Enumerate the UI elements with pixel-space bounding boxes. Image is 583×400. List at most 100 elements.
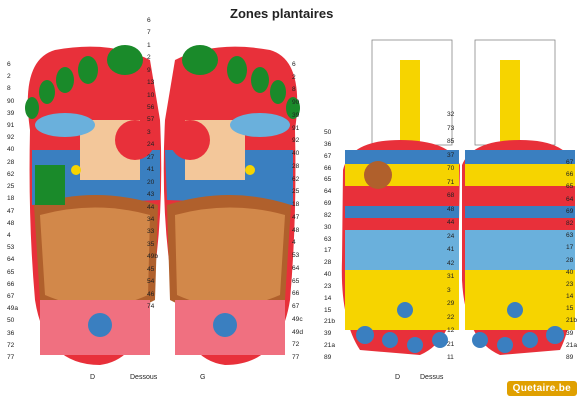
zone-number-label: 42 xyxy=(447,259,455,267)
caption-left-g: G xyxy=(200,374,206,381)
zone-number-label: 25 xyxy=(292,188,300,196)
zone-number-label: 53 xyxy=(292,252,300,260)
zone-number-label: 56 xyxy=(147,104,155,112)
zone-number-label: 8 xyxy=(292,86,296,94)
zone-number-label: 69 xyxy=(324,200,332,208)
zone-number-label: 65 xyxy=(292,277,300,285)
zone-number-label: 28 xyxy=(324,259,332,267)
zone-number-label: 3 xyxy=(447,286,451,294)
zone-number-label: 27 xyxy=(147,153,155,161)
zone-number-label: 47 xyxy=(292,213,300,221)
zone-number-label: 64 xyxy=(324,188,332,196)
zone-number-label: 10 xyxy=(147,91,155,99)
caption-left-d: D xyxy=(90,374,96,381)
zone-number-label: 28 xyxy=(566,256,574,264)
zone-number-label: 28 xyxy=(292,162,300,170)
zone-number-label: 7 xyxy=(147,29,151,37)
zone-number-label: 72 xyxy=(7,341,15,349)
zone-number-label: 18 xyxy=(7,195,15,203)
zone-number-label: 85 xyxy=(447,138,455,145)
zone-number-label: 47 xyxy=(7,207,15,215)
zone-number-label: 32 xyxy=(447,111,455,118)
zone-number-label: 39 xyxy=(7,109,15,117)
zone-number-label: 54 xyxy=(147,278,155,286)
zone-number-label: 67 xyxy=(324,152,332,160)
zone-number-label: 48 xyxy=(292,226,300,234)
zone-number-label: 20 xyxy=(147,178,155,186)
zone-number-label: 17 xyxy=(566,244,574,252)
zone-number-label: 18 xyxy=(292,201,300,209)
zone-number-label: 48 xyxy=(7,219,15,227)
zone-number-label: 65 xyxy=(566,183,574,191)
zone-number-label: 82 xyxy=(566,219,574,227)
zone-number-label: 25 xyxy=(7,183,15,191)
zone-number-label: 92 xyxy=(7,134,15,142)
left-sole-foot xyxy=(25,45,162,366)
right-dorsal-foot xyxy=(462,39,575,355)
caption-right-d: D xyxy=(395,374,401,381)
zone-number-label: 67 xyxy=(7,292,15,300)
zone-number-label: 24 xyxy=(147,141,155,149)
zone-number-label: 68 xyxy=(447,192,455,199)
zone-number-label: 2 xyxy=(147,54,151,62)
zone-number-label: 89 xyxy=(324,354,332,361)
zone-number-label: 4 xyxy=(292,239,296,247)
zone-number-label: 72 xyxy=(292,341,300,349)
zone-number-label: 33 xyxy=(147,228,155,236)
zone-number-label: 35 xyxy=(147,240,155,248)
zone-number-label: 40 xyxy=(324,271,332,279)
zone-number-label: 63 xyxy=(324,235,332,243)
zone-number-label: 6 xyxy=(292,61,296,68)
zone-number-label: 91 xyxy=(7,122,15,130)
zone-number-label: 23 xyxy=(566,280,574,288)
zone-number-label: 39 xyxy=(292,111,300,119)
zone-number-label: 41 xyxy=(447,246,455,253)
zone-number-label: 44 xyxy=(147,203,155,211)
zone-number-label: 49d xyxy=(292,328,304,336)
zone-number-label: 90 xyxy=(292,99,300,107)
zone-number-label: 36 xyxy=(7,329,15,337)
right-sole-foot xyxy=(163,45,300,366)
zone-number-label: 37 xyxy=(447,151,455,159)
zone-number-label: 92 xyxy=(292,137,300,145)
zone-number-label: 22 xyxy=(447,313,455,321)
zone-number-label: 43 xyxy=(147,191,155,199)
caption-left-dessous: Dessous xyxy=(130,374,158,381)
zone-number-label: 2 xyxy=(292,73,296,81)
zone-number-label: 15 xyxy=(566,305,574,313)
zone-number-label: 40 xyxy=(7,146,15,154)
zone-number-label: 50 xyxy=(324,129,332,136)
zone-number-label: 9 xyxy=(147,66,151,74)
zone-number-label: 21b xyxy=(324,318,336,326)
zone-number-label: 2 xyxy=(7,73,11,81)
zone-number-label: 74 xyxy=(147,303,155,310)
zone-number-label: 21 xyxy=(447,340,455,348)
zone-number-label: 53 xyxy=(7,244,15,252)
caption-right-dessus: Dessus xyxy=(420,374,444,381)
zone-number-label: 67 xyxy=(292,303,300,311)
zone-number-label: 40 xyxy=(566,268,574,276)
zone-number-label: 57 xyxy=(147,116,155,124)
page-title: Zones plantaires xyxy=(230,6,334,21)
zone-number-label: 45 xyxy=(147,265,155,273)
zone-number-label: 49c xyxy=(292,315,303,323)
zone-number-label: 67 xyxy=(566,159,574,166)
zone-number-label: 66 xyxy=(292,290,300,298)
watermark-logo: Quetaire.be xyxy=(506,381,577,396)
zone-number-label: 31 xyxy=(447,273,455,280)
zone-number-label: 65 xyxy=(324,176,332,184)
zone-number-label: 21a xyxy=(324,342,336,350)
zone-number-label: 24 xyxy=(447,232,455,240)
zone-number-label: 17 xyxy=(324,247,332,255)
zone-number-label: 63 xyxy=(566,232,574,240)
zone-number-label: 21b xyxy=(566,317,578,325)
zone-number-label: 77 xyxy=(7,354,15,361)
zone-number-label: 64 xyxy=(292,264,300,272)
zone-number-label: 70 xyxy=(447,165,455,172)
zone-number-label: 66 xyxy=(7,280,15,288)
zone-number-label: 71 xyxy=(447,178,455,186)
zone-number-label: 65 xyxy=(7,268,15,276)
zone-number-label: 91 xyxy=(292,124,300,132)
zone-number-label: 15 xyxy=(324,306,332,314)
